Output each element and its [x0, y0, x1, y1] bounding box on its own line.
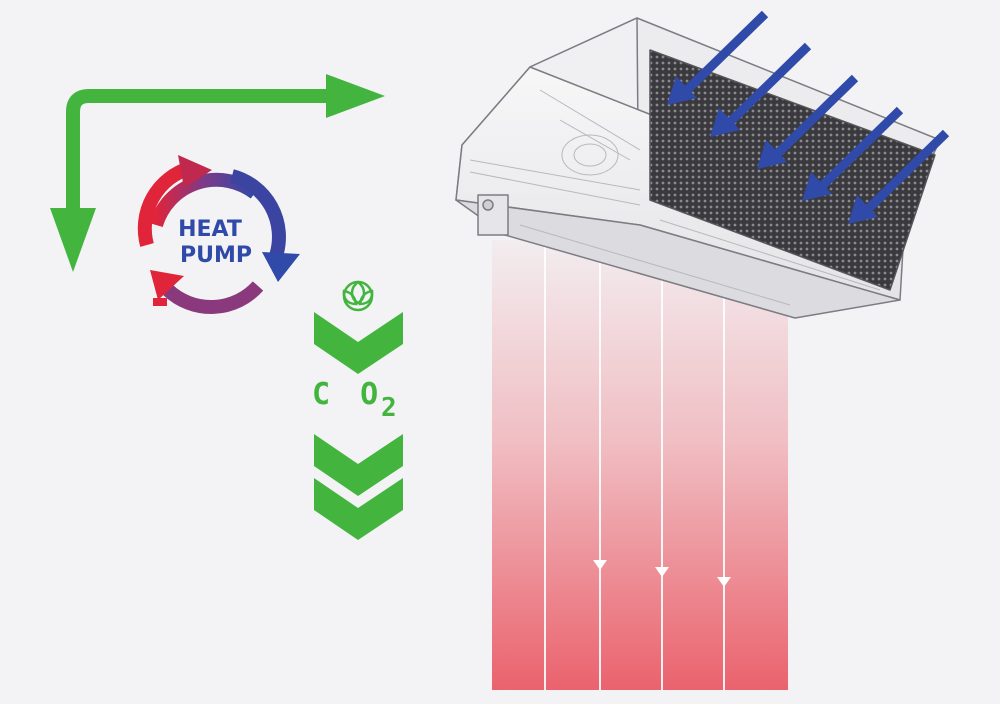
blue-intake-arrow-icon — [802, 106, 904, 201]
leaf-eco-icon — [342, 280, 374, 312]
down-chevron-icon — [314, 434, 403, 496]
pump-label: PUMP — [180, 243, 252, 268]
co2-letters: C O — [312, 377, 384, 412]
down-chevron-icon — [314, 312, 403, 374]
airflow-arrowheads — [593, 560, 731, 587]
green-elbow-arrow-icon — [50, 74, 385, 272]
co2-subscript: 2 — [381, 393, 397, 423]
heat-label: HEAT — [178, 217, 242, 242]
heat-pump-cycle-icon: HEAT PUMP — [137, 155, 300, 314]
intake-arrows — [667, 10, 950, 224]
down-chevron-icon — [314, 478, 403, 540]
co2-reduction — [314, 312, 403, 540]
blue-intake-arrow-icon — [710, 42, 812, 137]
warm-air-stream — [492, 240, 788, 690]
air-curtain-unit-icon — [455, 17, 941, 319]
blue-intake-arrow-icon — [848, 129, 950, 224]
blue-intake-arrow-icon — [667, 10, 769, 105]
airflow-lines — [544, 240, 725, 690]
blue-intake-arrow-icon — [757, 74, 859, 169]
